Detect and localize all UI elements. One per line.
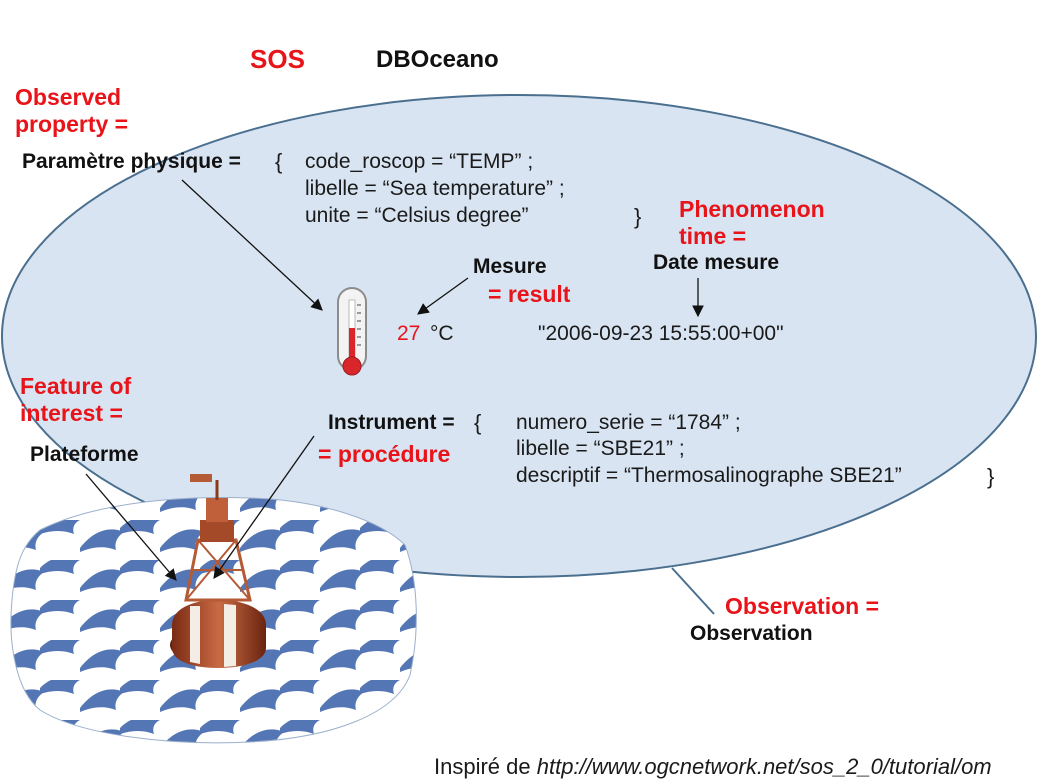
observation-label: Observation = [725, 593, 880, 619]
observed-property-label: Observed property = [15, 84, 129, 137]
phenomenon-time-label: Phenomenon time = [679, 196, 825, 249]
credit-line: Inspiré de http://www.ogcnetwork.net/sos… [434, 754, 992, 780]
arrow-parametre-to-thermometer [181, 179, 323, 311]
header-dboceano: DBOceano [376, 46, 499, 73]
parametre-line-2: libelle = “Sea temperature” ; [305, 177, 565, 200]
credit-link[interactable]: http://www.ogcnetwork.net/sos_2_0/tutori… [536, 754, 992, 779]
credit-prefix: Inspiré de [434, 754, 537, 779]
observation-name: Observation [690, 622, 813, 645]
instrument-open-brace: { [474, 410, 482, 435]
parametre-open-brace: { [275, 149, 283, 174]
date-mesure-value: "2006-09-23 15:55:00+00" [538, 322, 784, 345]
thermometer-icon [337, 287, 367, 376]
result-label: = result [488, 281, 571, 307]
plateforme-label: Plateforme [30, 443, 139, 466]
date-mesure-label: Date mesure [653, 251, 780, 274]
instrument-line-3: descriptif = “Thermosalinographe SBE21” [516, 464, 902, 487]
observation-ellipse [1, 94, 1037, 578]
arrow-plateforme-to-buoy [85, 473, 177, 581]
mesure-value: 27 [397, 322, 421, 345]
feature-of-interest-label: Feature of interest = [20, 373, 132, 426]
parametre-line-3: unite = “Celsius degree” [305, 204, 529, 227]
parametre-close-brace: } [634, 204, 642, 229]
parametre-physique-label: Paramètre physique = [22, 150, 241, 173]
parametre-line-1: code_roscop = “TEMP” ; [305, 150, 534, 173]
arrow-mesure-to-value [417, 277, 469, 315]
instrument-close-brace: } [987, 464, 995, 489]
instrument-label: Instrument = [328, 411, 455, 434]
arrow-instrument-to-buoy [213, 435, 315, 579]
procedure-label: = procédure [318, 441, 451, 467]
observation-connector-line [671, 567, 715, 615]
mesure-unit: °C [430, 322, 454, 345]
instrument-line-2: libelle = “SBE21” ; [516, 437, 685, 460]
header-sos: SOS [250, 44, 305, 74]
instrument-line-1: numero_serie = “1784” ; [516, 411, 741, 434]
mesure-label: Mesure [473, 255, 547, 278]
